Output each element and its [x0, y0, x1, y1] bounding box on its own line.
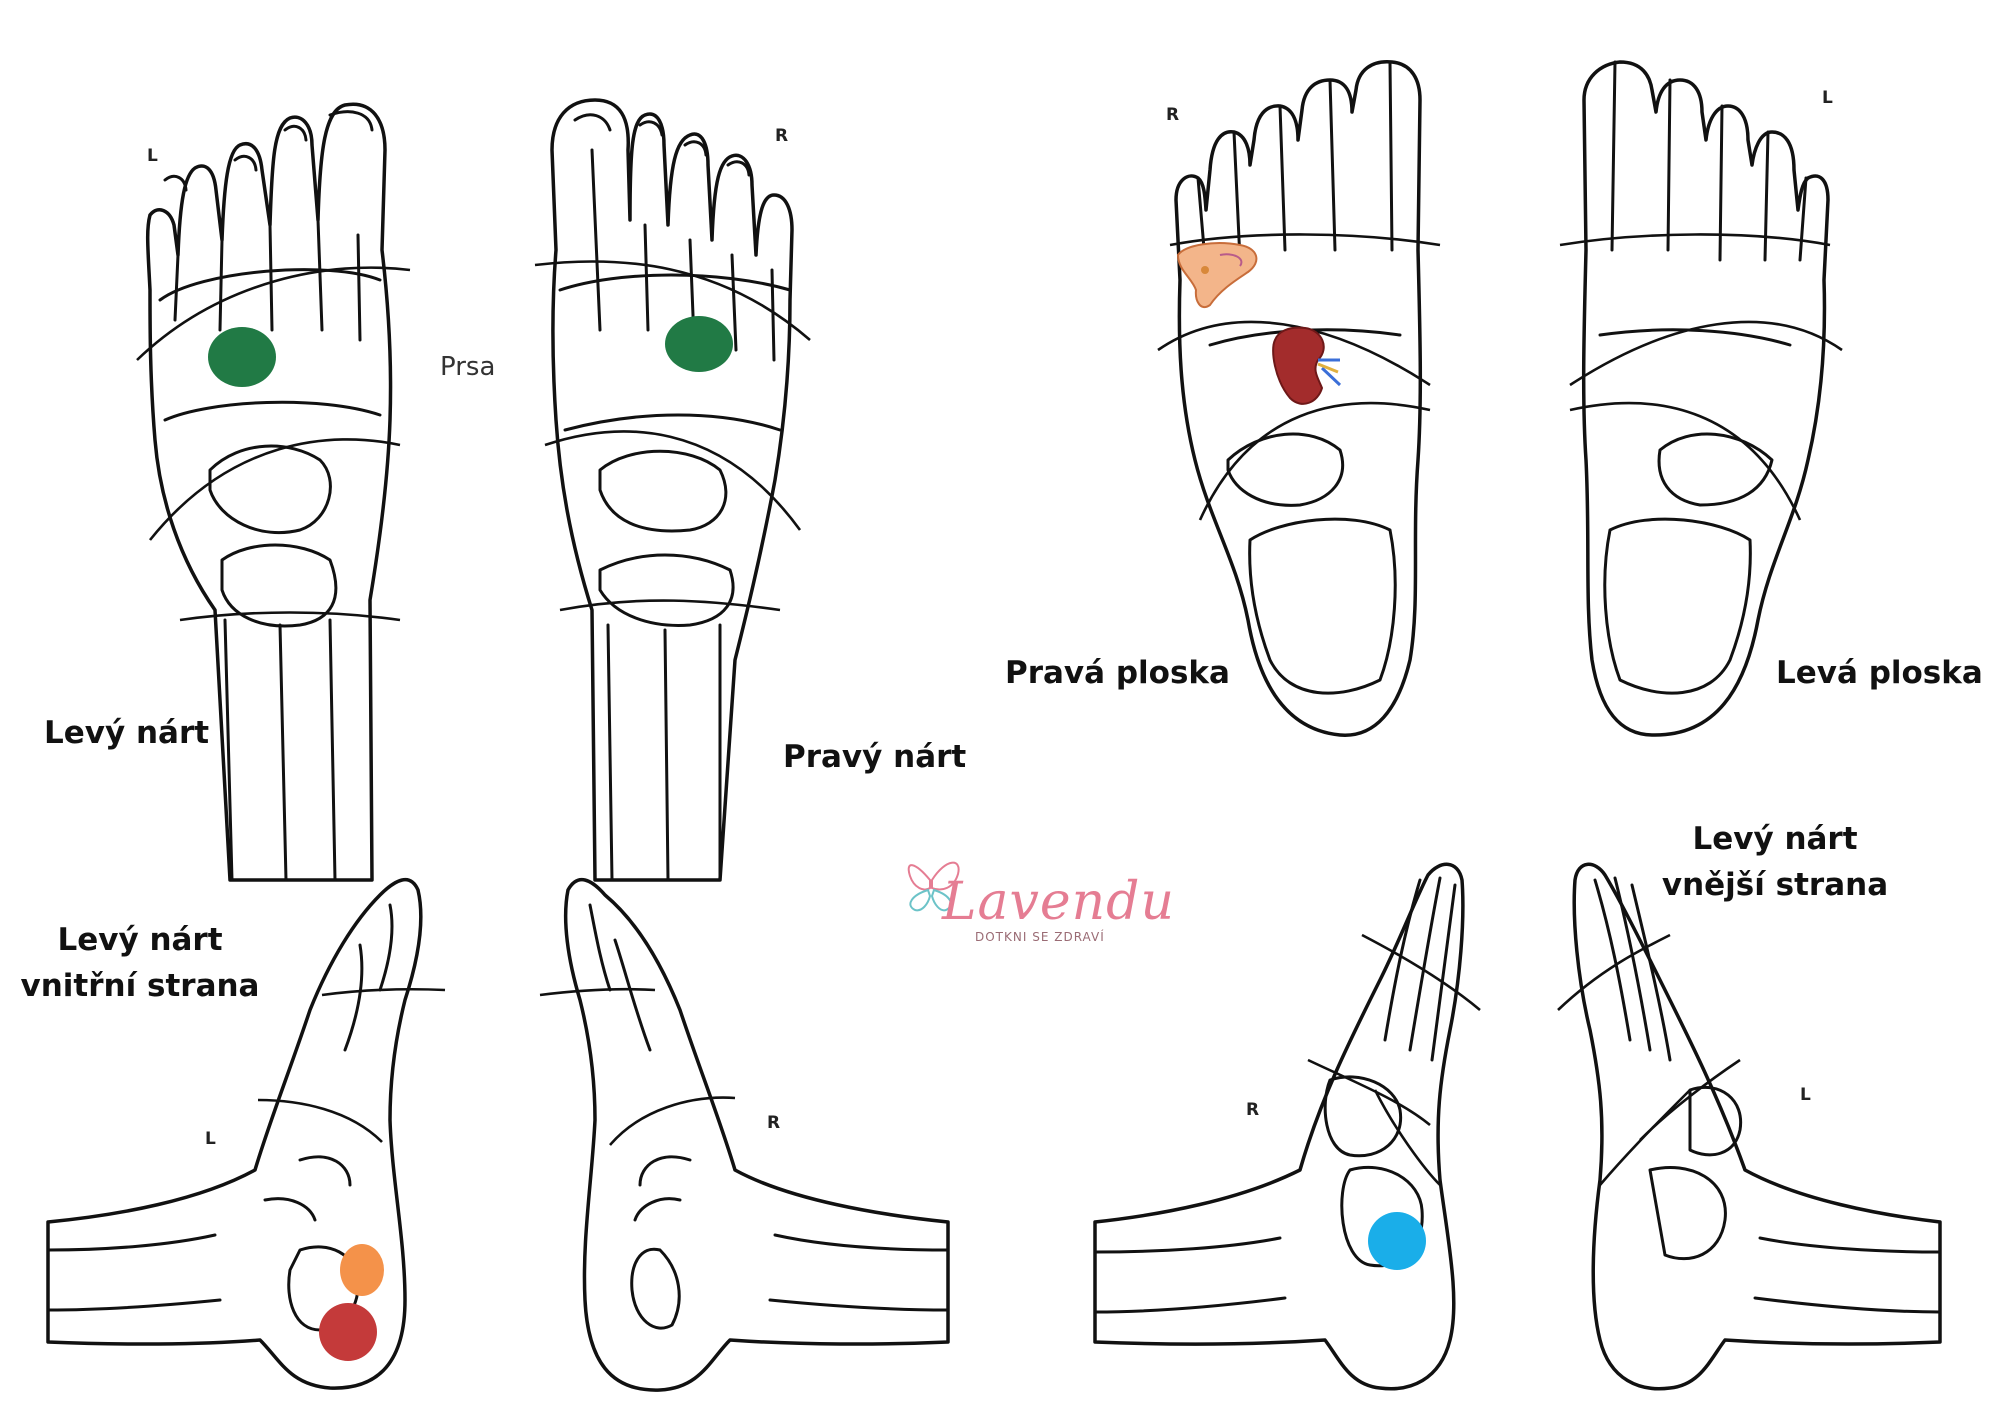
side-mark: L — [205, 1129, 216, 1149]
side-mark: R — [1166, 105, 1180, 125]
right-foot-medial — [539, 877, 950, 1392]
orange-zone-marker — [340, 1244, 384, 1296]
logo-name: Lavendu — [942, 872, 1175, 932]
left-medial-label-line1: Levý nárt — [57, 922, 223, 958]
right-sole-label: Pravá ploska — [1005, 655, 1230, 691]
left-sole-label: Levá ploska — [1776, 655, 1983, 691]
logo-tagline: DOTKNI SE ZDRAVÍ — [975, 930, 1105, 944]
left-sole — [1559, 60, 1843, 737]
side-mark: R — [1246, 1100, 1260, 1120]
left-foot-medial — [46, 877, 446, 1390]
left-lateral-label: Levý nárt vnější strana — [1655, 816, 1895, 908]
butterfly-logo-icon — [907, 861, 960, 912]
left-medial-label: Levý nárt vnitřní strana — [20, 917, 260, 1009]
right-sole — [1157, 60, 1441, 737]
right-dorsal-label: Pravý nárt — [783, 739, 967, 775]
blue-zone-marker — [1368, 1212, 1426, 1270]
ear-icon — [1176, 242, 1258, 309]
chest-note: Prsa — [440, 352, 496, 382]
side-mark: L — [1822, 88, 1833, 108]
side-mark: L — [147, 146, 158, 166]
left-lateral-label-line1: Levý nárt — [1692, 821, 1858, 857]
left-foot-lateral — [1557, 862, 1942, 1391]
left-medial-label-line2: vnitřní strana — [20, 968, 260, 1004]
side-mark: R — [775, 126, 789, 146]
chest-zone-marker — [208, 327, 276, 387]
right-foot-lateral — [1093, 862, 1481, 1391]
kidney-icon — [1272, 326, 1342, 405]
red-zone-marker — [319, 1303, 377, 1361]
left-foot-dorsal — [136, 102, 411, 882]
side-mark: L — [1800, 1085, 1811, 1105]
side-mark: R — [767, 1113, 781, 1133]
right-foot-dorsal — [534, 98, 811, 882]
chest-zone-marker — [665, 316, 733, 372]
left-dorsal-label: Levý nárt — [44, 715, 210, 751]
left-lateral-label-line2: vnější strana — [1661, 867, 1889, 903]
